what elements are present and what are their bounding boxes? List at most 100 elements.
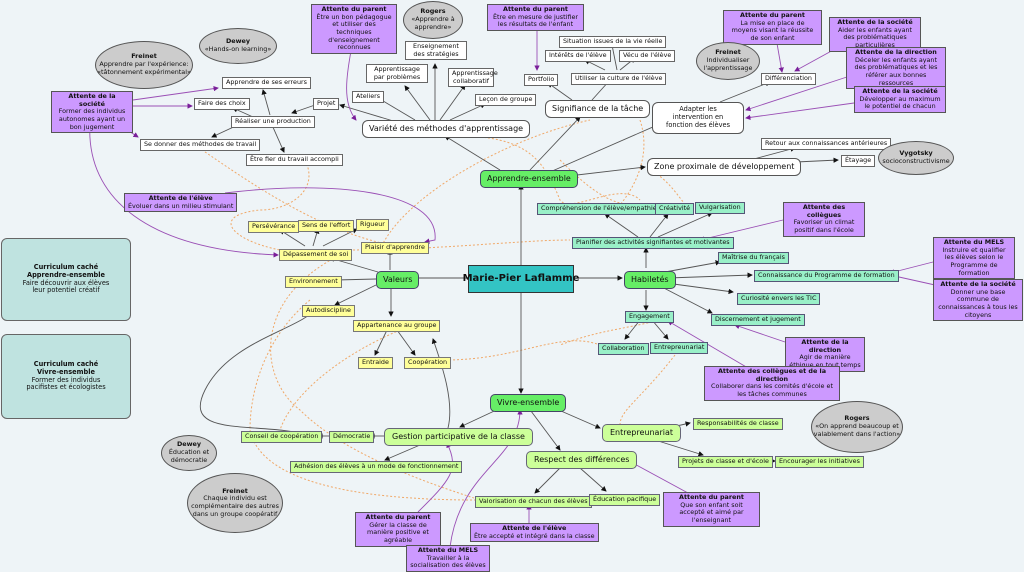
node-entre-child[interactable]: Encourager les initiatives [775, 456, 864, 468]
node-gestion-child[interactable]: Adhésion des élèves à un mode de fonctio… [290, 461, 463, 473]
node-entrepreunariat[interactable]: Entrepreunariat [602, 424, 682, 442]
theorist-text: «Hands-on learning» [204, 45, 272, 53]
node-planifier-child[interactable]: Créativité [655, 203, 695, 215]
node-variete-methodes[interactable]: Variété des méthodes d'apprentissage [362, 120, 531, 138]
node-valeur[interactable]: Dépassement de soi [279, 249, 353, 261]
expectation-title: Attente du parent [740, 11, 805, 19]
node-methode[interactable]: Projet [313, 98, 340, 110]
node-methode[interactable]: Leçon de groupe [475, 94, 537, 106]
node-adapter-interventions[interactable]: Adapter les intervention en fonction des… [652, 102, 744, 134]
expectation-title: Attente du MELS [417, 546, 479, 554]
node-zone-child[interactable]: Étayage [841, 155, 876, 167]
node-projet-child[interactable]: Être fier du travail accompli [246, 154, 343, 166]
node-planifier-child[interactable]: Compréhension de l'élève/empathie [537, 203, 661, 215]
branch-valeurs[interactable]: Valeurs [376, 271, 420, 289]
node-habilete[interactable]: Discernement et jugement [711, 314, 805, 326]
node-depassement-child[interactable]: Persévérance [248, 221, 300, 233]
node-zone-proximale[interactable]: Zone proximale de développement [647, 158, 802, 176]
node-habilete[interactable]: Connaissance du Programme de formation [754, 270, 899, 282]
node-projet-child[interactable]: Faire des choix [194, 98, 250, 110]
node-zone-child[interactable]: Retour aux connaissances antérieures [761, 138, 892, 150]
expectation-title: Attente du parent [503, 5, 568, 13]
node-depassement-child[interactable]: Sens de l'effort [298, 220, 355, 232]
node-entre-child[interactable]: Projets de classe et d'école [678, 456, 773, 468]
node-habilete[interactable]: Engagement [625, 311, 674, 323]
node-methode[interactable]: Enseignement des stratégies [405, 41, 467, 61]
expectation-text: Favoriser un climat positif dans l'école [793, 218, 855, 235]
node-projet-child[interactable]: Apprendre de ses erreurs [222, 77, 311, 89]
node-valeur[interactable]: Autodiscipline [302, 305, 355, 317]
node-valeur[interactable]: Plaisir d'apprendre [361, 242, 429, 254]
node-projet-child[interactable]: Réaliser une production [231, 116, 315, 128]
node-valeur[interactable]: Appartenance au groupe [353, 320, 441, 332]
curriculum-subtitle: Vivre-ensemble [37, 367, 95, 376]
expectation-box[interactable]: Attente des collègues et de la direction… [704, 366, 840, 401]
node-projet-child[interactable]: Se donner des méthodes de travail [140, 139, 261, 151]
expectation-title: Attente de la société [862, 87, 938, 95]
node-methode[interactable]: Apprentissage collaboratif [448, 68, 498, 88]
theorist-text: Éducation et démocratie [168, 448, 210, 464]
theorist-name: Vygotsky [899, 149, 933, 158]
expectation-text: Déceler les enfants ayant des problémati… [854, 55, 938, 87]
node-signifiance-child[interactable]: Vécu de l'élève [619, 50, 676, 62]
node-planifier-activites[interactable]: Planifier des activités signifiantes et … [572, 237, 734, 249]
node-appartenance-child[interactable]: Entraide [358, 357, 393, 369]
central-topic[interactable]: Marie-Pier Laflamme [463, 265, 579, 293]
expectation-text: Collaborer dans les comités d'école et l… [711, 382, 833, 399]
node-respect-child[interactable]: Valorisation de chacun des élèves [475, 496, 592, 508]
node-gestion-child[interactable]: Conseil de coopération [241, 431, 323, 443]
expectation-text: Que son enfant soit accepté et aimé par … [679, 500, 744, 525]
theorist-text: Chaque individu est complémentaire des a… [191, 494, 279, 518]
node-entre-child[interactable]: Responsabilités de classe [693, 418, 783, 430]
node-signifiance-tache[interactable]: Signifiance de la tâche [545, 100, 651, 118]
node-habilete[interactable]: Curiosité envers les TIC [737, 293, 821, 305]
expectation-text: Évoluer dans un milieu stimulant [128, 201, 234, 210]
expectation-title: Attente du parent [365, 513, 431, 521]
node-valeur[interactable]: Environnement [285, 276, 342, 288]
node-signifiance-child[interactable]: Utiliser la culture de l'élève [571, 73, 667, 85]
expectation-links [89, 27, 936, 548]
node-signifiance-child[interactable]: Intérêts de l'élève [545, 50, 611, 62]
node-gestion-child[interactable]: Démocratie [329, 431, 375, 443]
theorist-name: Freinet [222, 486, 248, 495]
node-differenciation[interactable]: Différenciation [761, 73, 816, 85]
node-habilete[interactable]: Maîtrise du français [718, 252, 789, 264]
node-methode[interactable]: Apprentissage par problèmes [366, 64, 428, 84]
expectation-text: Donner une base commune de connaissances… [938, 287, 1018, 319]
node-respect-child[interactable]: Éducation pacifique [589, 494, 661, 506]
node-planifier-child[interactable]: Vulgarisation [695, 202, 745, 214]
node-engagement-child[interactable]: Collaboration [598, 343, 649, 355]
node-appartenance-child[interactable]: Coopération [404, 357, 452, 369]
node-gestion-participative[interactable]: Gestion participative de la classe [384, 428, 533, 446]
node-signifiance-child[interactable]: Portfolio [524, 74, 559, 86]
expectation-title: Attente du MELS [943, 238, 1005, 246]
node-engagement-child[interactable]: Entrepreunariat [650, 342, 709, 354]
node-signifiance-child[interactable]: Situation issues de la vie réelle [559, 36, 667, 48]
node-depassement-child[interactable]: Rigueur [356, 219, 389, 231]
expectation-text: Développer au maximum le potentiel de ch… [859, 94, 941, 111]
node-methode[interactable]: Ateliers [352, 91, 385, 103]
node-respect-differences[interactable]: Respect des différences [526, 451, 638, 469]
theorist-name: Rogers [844, 414, 870, 423]
branch-vivre-ensemble[interactable]: Vivre-ensemble [490, 394, 567, 412]
branch-habiletes[interactable]: Habiletés [624, 271, 676, 289]
branch-apprendre-ensemble[interactable]: Apprendre-ensemble [480, 170, 578, 188]
